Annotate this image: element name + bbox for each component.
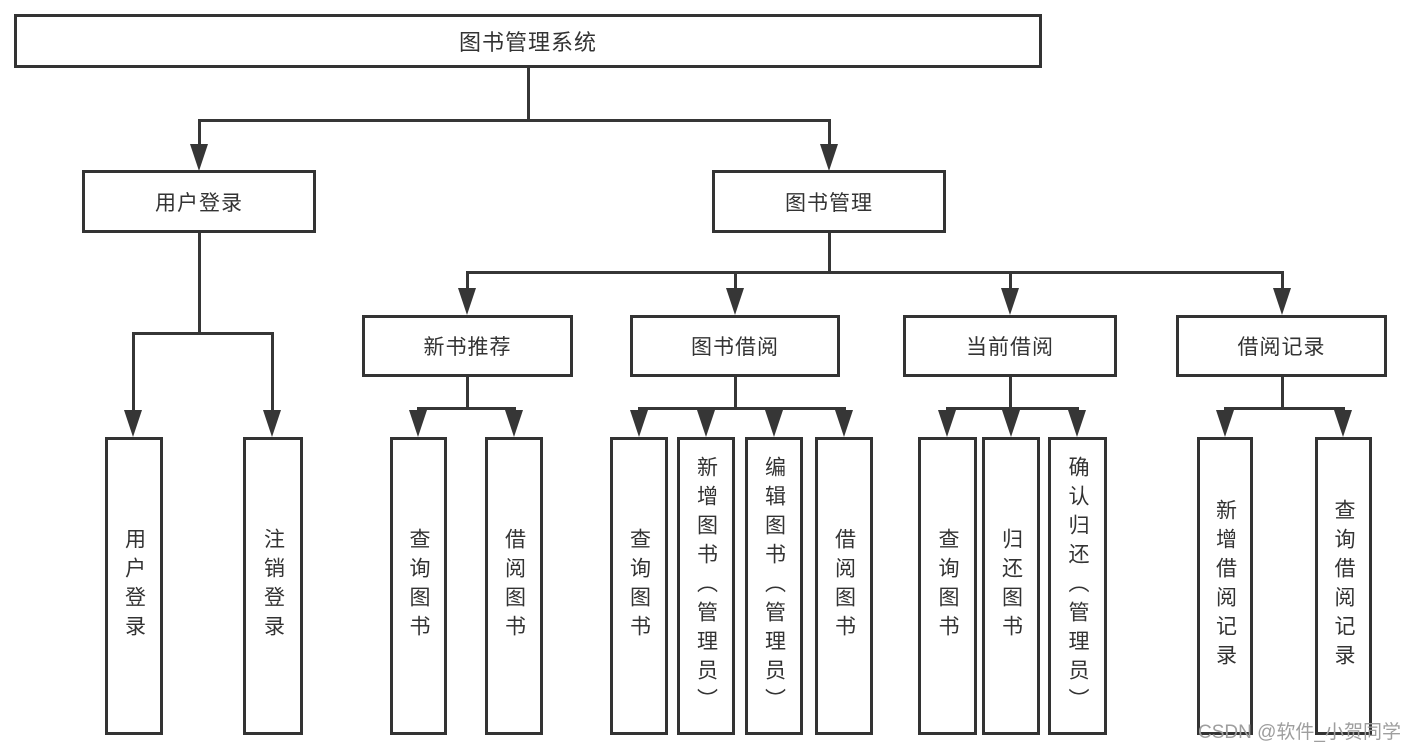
arrowhead-down-icon — [1273, 288, 1291, 315]
connector-line — [1281, 271, 1284, 291]
arrowhead-down-icon — [190, 144, 208, 171]
leaf-edit-book-admin-label: 编辑图书（管理员） — [762, 455, 786, 717]
node-book-management: 图书管理 — [712, 170, 946, 233]
arrowhead-down-icon — [1001, 288, 1019, 315]
leaf-borrow-book-2-label: 借阅图书 — [832, 528, 856, 644]
leaf-logout: 注销登录 — [243, 437, 303, 735]
leaf-borrow-book-1-label: 借阅图书 — [502, 528, 526, 644]
leaf-user-login-label: 用户登录 — [122, 528, 146, 644]
leaf-query-book-3: 查询图书 — [918, 437, 977, 735]
leaf-add-borrow-record: 新增借阅记录 — [1197, 437, 1253, 735]
leaf-add-book-admin-label: 新增图书（管理员） — [694, 455, 718, 717]
connector-line — [1281, 375, 1284, 409]
arrowhead-down-icon — [726, 288, 744, 315]
connector-line — [1224, 407, 1344, 410]
node-new-book-recommend: 新书推荐 — [362, 315, 573, 377]
leaf-query-book-1-label: 查询图书 — [407, 528, 430, 644]
leaf-query-borrow-record: 查询借阅记录 — [1315, 437, 1372, 735]
arrowhead-down-icon — [263, 410, 281, 437]
leaf-query-book-2: 查询图书 — [610, 437, 668, 735]
leaf-add-book-admin: 新增图书（管理员） — [677, 437, 735, 735]
connector-line — [198, 231, 201, 334]
leaf-add-borrow-record-label: 新增借阅记录 — [1213, 499, 1237, 673]
arrowhead-down-icon — [1002, 410, 1020, 437]
connector-line — [638, 407, 845, 410]
leaf-query-book-3-label: 查询图书 — [936, 528, 959, 644]
leaf-confirm-return-admin-label: 确认归还（管理员） — [1066, 455, 1089, 717]
leaf-return-book-label: 归还图书 — [999, 528, 1023, 644]
leaf-logout-label: 注销登录 — [261, 528, 285, 644]
leaf-query-book-1: 查询图书 — [390, 437, 447, 735]
leaf-borrow-book-1: 借阅图书 — [485, 437, 543, 735]
arrowhead-down-icon — [938, 410, 956, 437]
connector-line — [132, 332, 135, 414]
leaf-user-login: 用户登录 — [105, 437, 163, 735]
connector-line — [828, 119, 831, 151]
arrowhead-down-icon — [124, 410, 142, 437]
node-book-borrow: 图书借阅 — [630, 315, 840, 377]
node-root: 图书管理系统 — [14, 14, 1042, 68]
csdn-watermark: CSDN @软件_小贺同学 — [1198, 722, 1401, 743]
arrowhead-down-icon — [1334, 410, 1352, 437]
connector-line — [828, 231, 831, 273]
node-current-borrow: 当前借阅 — [903, 315, 1117, 377]
arrowhead-down-icon — [458, 288, 476, 315]
connector-line — [1009, 271, 1012, 291]
leaf-return-book: 归还图书 — [982, 437, 1040, 735]
connector-line — [1009, 375, 1012, 409]
leaf-query-book-2-label: 查询图书 — [627, 528, 651, 644]
leaf-query-borrow-record-label: 查询借阅记录 — [1332, 499, 1355, 673]
connector-line — [198, 119, 831, 122]
connector-line — [198, 119, 201, 151]
arrowhead-down-icon — [505, 410, 523, 437]
connector-line — [734, 271, 737, 291]
connector-line — [734, 375, 737, 409]
node-borrow-records: 借阅记录 — [1176, 315, 1387, 377]
connector-line — [466, 271, 469, 291]
connector-line — [466, 271, 1283, 274]
arrowhead-down-icon — [409, 410, 427, 437]
connector-line — [271, 332, 274, 414]
node-user-login: 用户登录 — [82, 170, 316, 233]
arrowhead-down-icon — [630, 410, 648, 437]
connector-line — [466, 375, 469, 409]
arrowhead-down-icon — [765, 410, 783, 437]
arrowhead-down-icon — [1068, 410, 1086, 437]
leaf-confirm-return-admin: 确认归还（管理员） — [1048, 437, 1107, 735]
arrowhead-down-icon — [835, 410, 853, 437]
leaf-borrow-book-2: 借阅图书 — [815, 437, 873, 735]
arrowhead-down-icon — [1216, 410, 1234, 437]
connector-line — [132, 332, 274, 335]
leaf-edit-book-admin: 编辑图书（管理员） — [745, 437, 803, 735]
connector-line — [417, 407, 516, 410]
connector-line — [527, 66, 530, 121]
arrowhead-down-icon — [820, 144, 838, 171]
arrowhead-down-icon — [697, 410, 715, 437]
